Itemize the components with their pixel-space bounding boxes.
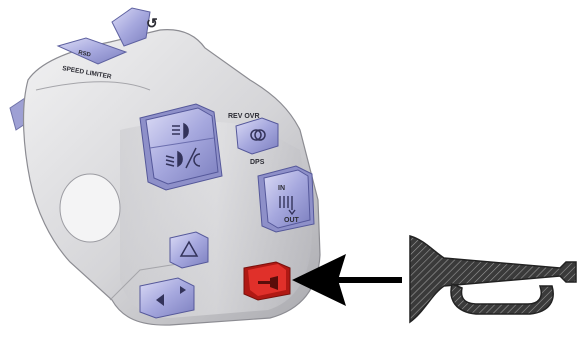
rev-ovr-label: REV OVR: [228, 113, 260, 120]
in-label: IN: [278, 185, 285, 192]
turn-signal-switch[interactable]: [140, 278, 194, 318]
bugle-horn-icon: [410, 236, 576, 322]
in-out-button[interactable]: IN OUT: [258, 166, 314, 232]
rotation-symbol: ↺: [146, 15, 158, 31]
out-label: OUT: [284, 217, 300, 224]
hazard-button[interactable]: [170, 232, 208, 268]
handlebar-hole: [60, 174, 120, 242]
headlight-switch[interactable]: [140, 104, 222, 190]
horn-button[interactable]: [244, 262, 290, 300]
dps-label: DPS: [250, 159, 265, 166]
